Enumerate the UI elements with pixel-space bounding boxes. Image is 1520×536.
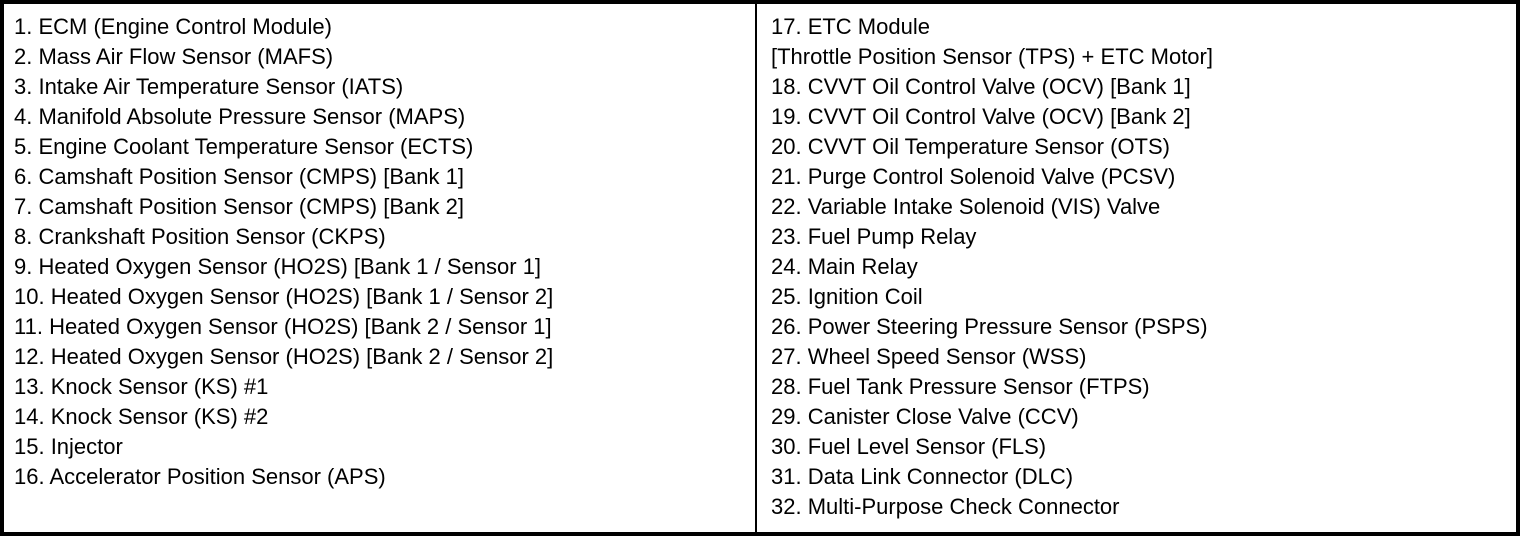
legend-line: 27. Wheel Speed Sensor (WSS) — [771, 344, 1087, 369]
legend-column-left: 1. ECM (Engine Control Module) 2. Mass Ai… — [4, 4, 757, 532]
legend-line: 10. Heated Oxygen Sensor (HO2S) [Bank 1 … — [14, 284, 554, 309]
legend-line: 32. Multi-Purpose Check Connector — [771, 494, 1120, 519]
legend-line: 26. Power Steering Pressure Sensor (PSPS… — [771, 314, 1208, 339]
legend-line: 8. Crankshaft Position Sensor (CKPS) — [14, 224, 386, 249]
legend-line: 12. Heated Oxygen Sensor (HO2S) [Bank 2 … — [14, 344, 554, 369]
legend-line: 23. Fuel Pump Relay — [771, 224, 977, 249]
legend-line: 3. Intake Air Temperature Sensor (IATS) — [14, 74, 404, 99]
legend-column-right: 17. ETC Module [Throttle Position Sensor … — [757, 4, 1516, 532]
legend-line: 21. Purge Control Solenoid Valve (PCSV) — [771, 164, 1176, 189]
legend-line: 1. ECM (Engine Control Module) — [14, 14, 332, 39]
legend-line: 31. Data Link Connector (DLC) — [771, 464, 1074, 489]
legend-line: 2. Mass Air Flow Sensor (MAFS) — [14, 44, 334, 69]
legend-line: 28. Fuel Tank Pressure Sensor (FTPS) — [771, 374, 1150, 399]
legend-line: 14. Knock Sensor (KS) #2 — [14, 404, 269, 429]
legend-line: 17. ETC Module — [771, 14, 930, 39]
legend-line: 22. Variable Intake Solenoid (VIS) Valve — [771, 194, 1161, 219]
legend-line: 20. CVVT Oil Temperature Sensor (OTS) — [771, 134, 1170, 159]
legend-line: [Throttle Position Sensor (TPS) + ETC Mo… — [771, 44, 1213, 69]
legend-line: 4. Manifold Absolute Pressure Sensor (MA… — [14, 104, 466, 129]
legend-line: 29. Canister Close Valve (CCV) — [771, 404, 1079, 429]
legend-line: 16. Accelerator Position Sensor (APS) — [14, 464, 386, 489]
legend-line: 18. CVVT Oil Control Valve (OCV) [Bank 1… — [771, 74, 1191, 99]
legend-line: 25. Ignition Coil — [771, 284, 923, 309]
legend-line: 13. Knock Sensor (KS) #1 — [14, 374, 269, 399]
legend-line: 30. Fuel Level Sensor (FLS) — [771, 434, 1047, 459]
legend-line: 19. CVVT Oil Control Valve (OCV) [Bank 2… — [771, 104, 1191, 129]
legend-line: 5. Engine Coolant Temperature Sensor (EC… — [14, 134, 474, 159]
legend-line: 15. Injector — [14, 434, 123, 459]
legend-line: 11. Heated Oxygen Sensor (HO2S) [Bank 2 … — [14, 314, 552, 339]
legend-line: 9. Heated Oxygen Sensor (HO2S) [Bank 1 /… — [14, 254, 542, 279]
legend-line: 6. Camshaft Position Sensor (CMPS) [Bank… — [14, 164, 464, 189]
legend-line: 24. Main Relay — [771, 254, 918, 279]
legend-line: 7. Camshaft Position Sensor (CMPS) [Bank… — [14, 194, 464, 219]
